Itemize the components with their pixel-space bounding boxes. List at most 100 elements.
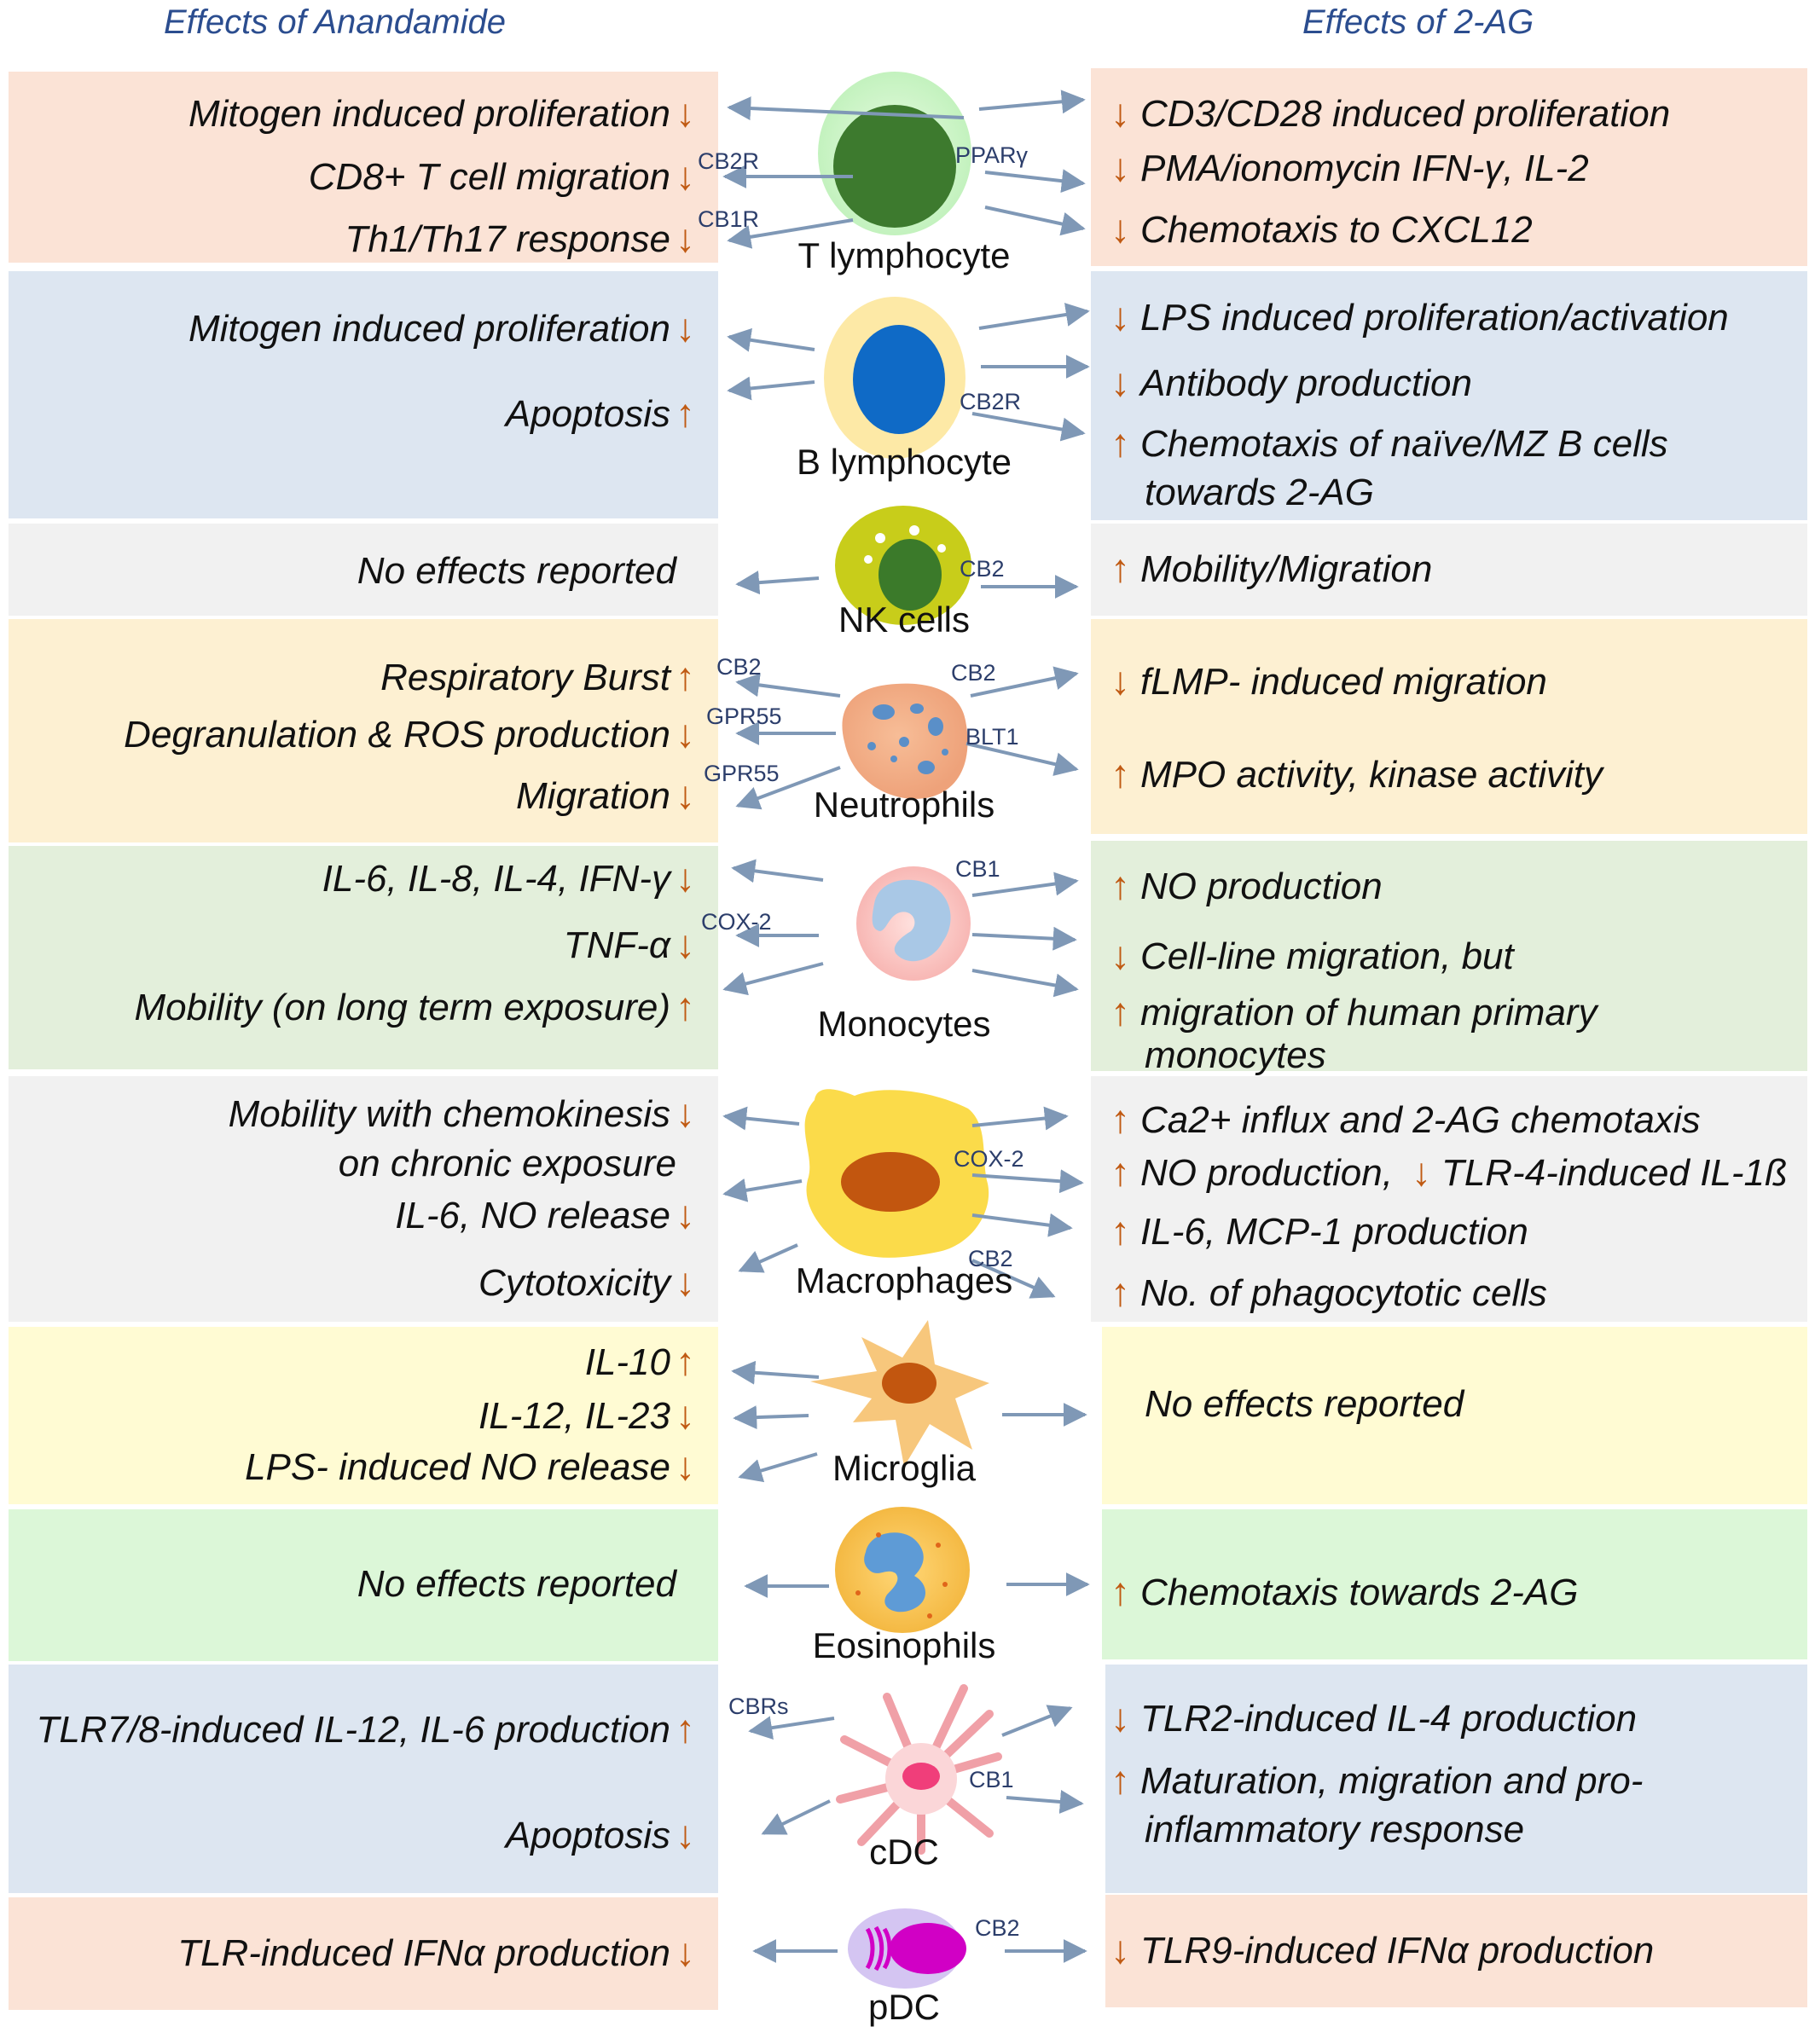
effect-line: ↑NO production,↓TLR-4-induced IL-1ß — [1110, 1152, 1788, 1192]
effect-line: ↓Chemotaxis to CXCL12 — [1110, 209, 1533, 249]
effect-text: TLR9-induced IFNα production — [1140, 1930, 1655, 1972]
connector-arrow — [971, 1259, 1056, 1299]
effect-text: Mobility with chemokinesis — [228, 1093, 670, 1135]
down-arrow-icon: ↓ — [676, 922, 695, 966]
anandamide-effects-cdc: TLR7/8-induced IL-12, IL-6 production↑Ap… — [9, 1665, 718, 1893]
effect-line: Degranulation & ROS production↓ — [124, 714, 695, 754]
connector-arrow — [971, 1169, 1084, 1194]
receptor-label: CB1 — [955, 856, 1000, 882]
effect-text: migration of human primary — [1140, 992, 1598, 1034]
up-arrow-icon: ↑ — [676, 391, 695, 435]
effect-text: TLR-4-induced IL-1ß — [1441, 1152, 1788, 1194]
effect-text: monocytes — [1145, 1034, 1326, 1076]
up-arrow-icon: ↑ — [1110, 1097, 1130, 1141]
connector-arrow — [748, 1716, 835, 1740]
connector-arrow — [984, 169, 1086, 194]
connector-arrow — [727, 218, 854, 249]
effect-text: No effects reported — [357, 1563, 676, 1605]
effect-line: Apoptosis↓ — [506, 1815, 695, 1855]
header-2ag: Effects of 2-AG — [1302, 3, 1534, 41]
effect-text: Mobility (on long term exposure) — [134, 987, 670, 1028]
down-arrow-icon: ↓ — [676, 1091, 695, 1135]
effect-line: Apoptosis↑ — [506, 393, 695, 433]
up-arrow-icon: ↑ — [1110, 863, 1130, 907]
effect-line: ↑Chemotaxis of naïve/MZ B cells — [1110, 423, 1668, 463]
effect-text: Cell-line migration, but — [1140, 935, 1514, 977]
connector-arrow — [735, 766, 841, 810]
cell-name-microglia: Microglia — [832, 1448, 977, 1488]
receptor-label: CB2R — [960, 389, 1022, 414]
effect-text: Cytotoxicity — [478, 1262, 670, 1304]
cell-name-monocytes: Monocytes — [817, 1004, 991, 1044]
effect-text: Apoptosis — [505, 393, 670, 435]
up-arrow-icon: ↑ — [676, 984, 695, 1028]
effect-text: Chemotaxis to CXCL12 — [1140, 209, 1533, 251]
header-anandamide: Effects of Anandamide — [164, 3, 506, 41]
connector-arrow — [735, 570, 820, 595]
effect-line: ↑No. of phagocytotic cells — [1110, 1272, 1547, 1312]
effect-text: Mobility/Migration — [1140, 548, 1433, 590]
effect-line: ↓Antibody production — [1110, 362, 1472, 402]
effect-line: TNF-α↓ — [564, 924, 695, 964]
effect-text: Ca2+ influx and 2-AG chemotaxis — [1140, 1099, 1701, 1141]
macrophage-icon — [804, 1089, 989, 1258]
connector-arrow — [722, 1106, 800, 1131]
effect-line: IL-12, IL-23↓ — [478, 1395, 695, 1435]
effect-text: Maturation, migration and pro- — [1140, 1760, 1644, 1802]
effect-line: ↑NO production — [1110, 866, 1383, 906]
effect-line: No effects reported — [357, 553, 676, 590]
down-arrow-icon: ↓ — [1110, 658, 1130, 703]
down-arrow-icon: ↓ — [1110, 206, 1130, 251]
up-arrow-icon: ↑ — [1110, 1149, 1130, 1194]
effect-line: ↓TLR2-induced IL-4 production — [1110, 1698, 1637, 1738]
effect-line: ↑Mobility/Migration — [1110, 548, 1432, 588]
effect-line: ↓CD3/CD28 induced proliferation — [1110, 93, 1670, 133]
connector-arrow — [971, 969, 1079, 998]
effect-line: Mitogen induced proliferation↓ — [188, 93, 695, 133]
effect-text: LPS- induced NO release — [245, 1446, 670, 1488]
connector-arrow — [984, 206, 1086, 236]
2ag-effects-pdc: ↓TLR9-induced IFNα production — [1105, 1895, 1807, 2007]
2ag-effects-neutrophils: ↓fLMP- induced migration↑MPO activity, k… — [1091, 619, 1807, 834]
connector-arrow — [978, 303, 1090, 330]
connector-arrow — [731, 859, 824, 883]
receptor-label: CB2 — [716, 654, 762, 680]
effect-line: IL-6, NO release↓ — [395, 1195, 695, 1235]
receptor-label: GPR55 — [704, 761, 780, 786]
connector-arrow — [722, 962, 824, 996]
up-arrow-icon: ↑ — [676, 1706, 695, 1751]
down-arrow-icon: ↓ — [676, 1393, 695, 1437]
effect-text: Th1/Th17 response — [345, 218, 670, 260]
connector-arrow — [970, 666, 1079, 698]
effect-text: No. of phagocytotic cells — [1140, 1272, 1547, 1314]
effect-text: Chemotaxis towards 2-AG — [1140, 1572, 1579, 1613]
connector-arrow — [971, 1213, 1073, 1237]
effect-text: No effects reported — [1145, 1383, 1464, 1425]
2ag-effects-cdc: ↓TLR2-induced IL-4 production↑Maturation… — [1105, 1665, 1807, 1893]
2ag-effects-b-lymphocyte: ↓LPS induced proliferation/activation↓An… — [1091, 271, 1807, 520]
down-arrow-icon: ↓ — [676, 711, 695, 756]
effect-text: Antibody production — [1140, 362, 1472, 404]
t-lymphocyte-icon — [818, 72, 971, 235]
connector-arrow — [735, 673, 841, 698]
effect-line: ↑Ca2+ influx and 2-AG chemotaxis — [1110, 1099, 1701, 1139]
2ag-effects-macrophages: ↑Ca2+ influx and 2-AG chemotaxis ↑NO prod… — [1091, 1076, 1807, 1322]
effect-text: IL-6, NO release — [395, 1195, 670, 1236]
effect-text: on chronic exposure — [338, 1143, 676, 1184]
connector-arrow — [727, 96, 965, 121]
2ag-effects-microglia: No effects reported — [1102, 1327, 1807, 1504]
effect-text: TLR-induced IFNα production — [177, 1932, 670, 1974]
up-arrow-icon: ↑ — [1110, 751, 1130, 796]
connector-arrow — [971, 1106, 1069, 1131]
down-arrow-icon: ↓ — [676, 305, 695, 350]
cell-name-b-lymphocyte: B lymphocyte — [796, 442, 1012, 482]
connector-arrow — [971, 926, 1077, 951]
connector-arrow — [978, 90, 1086, 114]
cell-name-macrophages: Macrophages — [795, 1260, 1013, 1300]
nk-cell-icon — [835, 506, 971, 625]
effect-text: Migration — [516, 775, 670, 817]
anandamide-effects-microglia: IL-10↑IL-12, IL-23↓LPS- induced NO relea… — [9, 1327, 718, 1504]
cell-name-cdc: cDC — [869, 1832, 939, 1872]
effect-line: monocytes — [1145, 1037, 1326, 1074]
down-arrow-icon: ↓ — [1110, 360, 1130, 404]
